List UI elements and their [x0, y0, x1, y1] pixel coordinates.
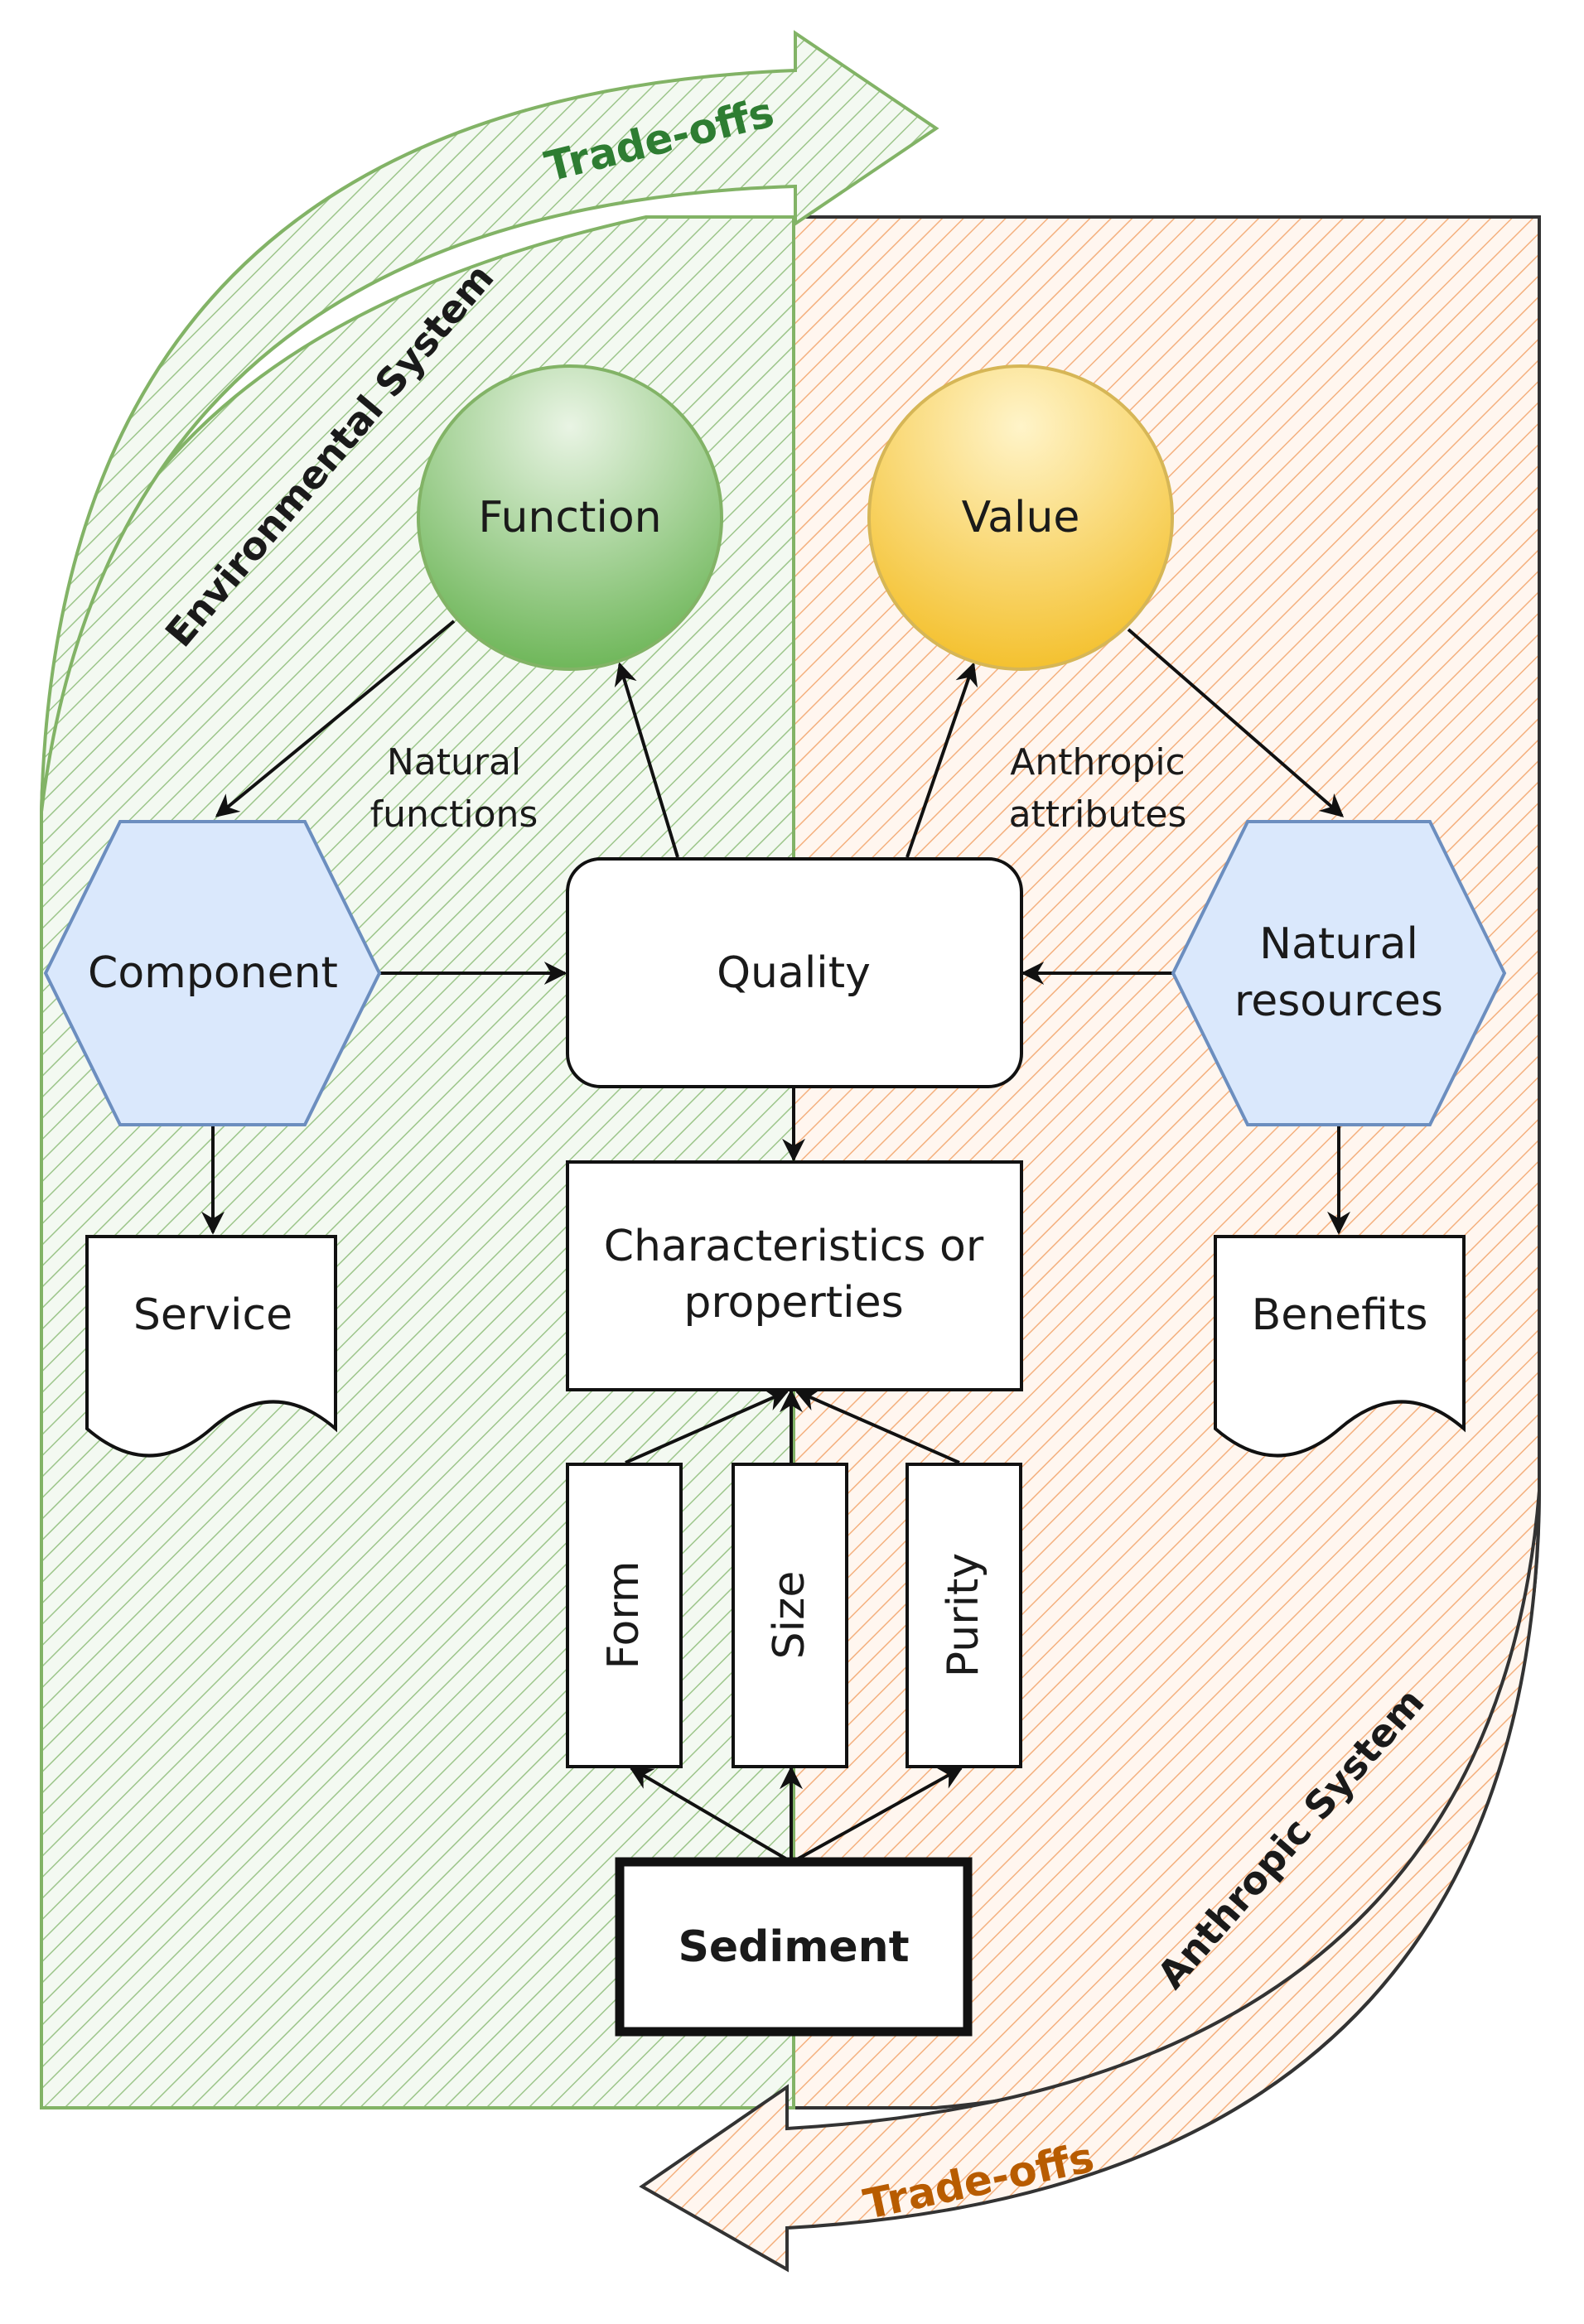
- form-node[interactable]: Form: [566, 1463, 683, 1768]
- anthropic-attributes-label-line2: attributes: [1009, 793, 1187, 836]
- service-label: Service: [133, 1290, 292, 1340]
- natural-resources-node[interactable]: Natural resources: [1171, 820, 1507, 1126]
- sediment-to-form-edge: [629, 1767, 789, 1861]
- service-node[interactable]: Service: [85, 1235, 337, 1458]
- natural-functions-label-line1: Natural: [387, 741, 521, 784]
- sediment-label: Sediment: [678, 1922, 909, 1972]
- characteristics-label-line2: properties: [683, 1278, 903, 1328]
- bottom-trade-offs-arrow: [639, 1490, 1541, 2273]
- quality-to-value-edge: [905, 662, 978, 858]
- characteristics-label-line1: Characteristics or: [604, 1222, 984, 1271]
- size-node[interactable]: Size: [732, 1463, 848, 1768]
- sediment-box: [615, 1857, 973, 2037]
- value-circle: [867, 364, 1174, 671]
- characteristics-box: [566, 1160, 1023, 1391]
- value-to-natural-resources-edge: [1127, 628, 1345, 817]
- component-label: Component: [88, 948, 338, 998]
- size-box: [732, 1463, 848, 1768]
- size-label: Size: [765, 1571, 814, 1660]
- quality-node[interactable]: Quality: [566, 857, 1023, 1088]
- purity-label: Purity: [939, 1553, 988, 1677]
- benefits-label: Benefits: [1252, 1290, 1428, 1340]
- purity-box: [905, 1463, 1022, 1768]
- function-label: Function: [478, 493, 661, 542]
- natural-resources-label-line1: Natural: [1259, 919, 1418, 969]
- component-hexagon: [43, 820, 382, 1126]
- sediment-to-purity-edge: [796, 1767, 963, 1861]
- anthropic-attributes-label-line1: Anthropic: [1010, 741, 1186, 784]
- top-trade-offs-arrow: [40, 30, 939, 812]
- natural-functions-label-line2: functions: [370, 793, 538, 836]
- component-node[interactable]: Component: [43, 820, 382, 1126]
- form-to-characteristics-edge: [625, 1389, 790, 1464]
- value-label: Value: [962, 493, 1080, 542]
- benefits-node[interactable]: Benefits: [1214, 1235, 1466, 1458]
- service-document: [85, 1235, 337, 1458]
- function-node[interactable]: Function: [417, 364, 723, 671]
- sediment-node[interactable]: Sediment: [615, 1857, 973, 2037]
- benefits-document: [1214, 1235, 1466, 1458]
- purity-node[interactable]: Purity: [905, 1463, 1022, 1768]
- function-circle: [417, 364, 723, 671]
- connectors: [201, 620, 1350, 1861]
- quality-to-function-edge: [614, 662, 679, 858]
- form-box: [566, 1463, 683, 1768]
- form-label: Form: [599, 1561, 649, 1670]
- characteristics-node[interactable]: Characteristics or properties: [566, 1160, 1023, 1391]
- value-node[interactable]: Value: [867, 364, 1174, 671]
- quality-label: Quality: [717, 948, 871, 998]
- natural-resources-label-line2: resources: [1234, 976, 1443, 1026]
- function-to-component-edge: [215, 620, 456, 817]
- quality-box: [566, 857, 1023, 1088]
- natural-resources-hexagon: [1171, 820, 1507, 1126]
- purity-to-characteristics-edge: [794, 1389, 960, 1464]
